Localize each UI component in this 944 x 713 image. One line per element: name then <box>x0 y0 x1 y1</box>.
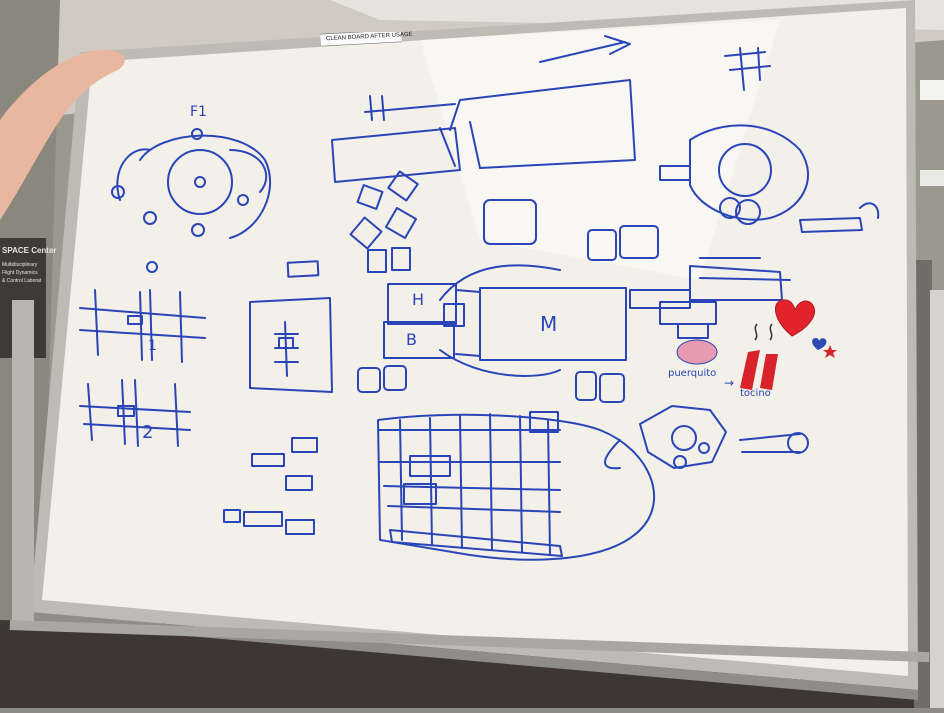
drawing-label: tocino <box>740 388 771 399</box>
board-sticker <box>320 32 402 46</box>
small-heart-icon <box>812 338 827 350</box>
pig-icon <box>676 339 718 365</box>
drawing-label: puerquito <box>668 368 717 379</box>
drawing-label: F1 <box>190 104 207 120</box>
wall-sign-line: Multidisciplinary <box>2 262 38 268</box>
drawing-label: 2 <box>142 422 154 443</box>
bacon-icon <box>760 354 778 390</box>
person-arm <box>0 49 125 220</box>
wall-sign-line: & Control Laborat <box>2 278 42 284</box>
drawing-label: M <box>540 312 558 336</box>
heart-icon <box>775 299 815 337</box>
drawing-label: → <box>724 376 735 390</box>
star-icon <box>823 345 837 358</box>
drawing-label: H <box>412 290 425 309</box>
wall-sign-line: Flight Dynamics <box>2 270 38 276</box>
drawing-label: 1 <box>148 338 157 354</box>
wall-sign-title: SPACE Center <box>2 246 57 255</box>
drawing-label: B <box>406 330 417 349</box>
bacon-icon <box>740 350 760 390</box>
